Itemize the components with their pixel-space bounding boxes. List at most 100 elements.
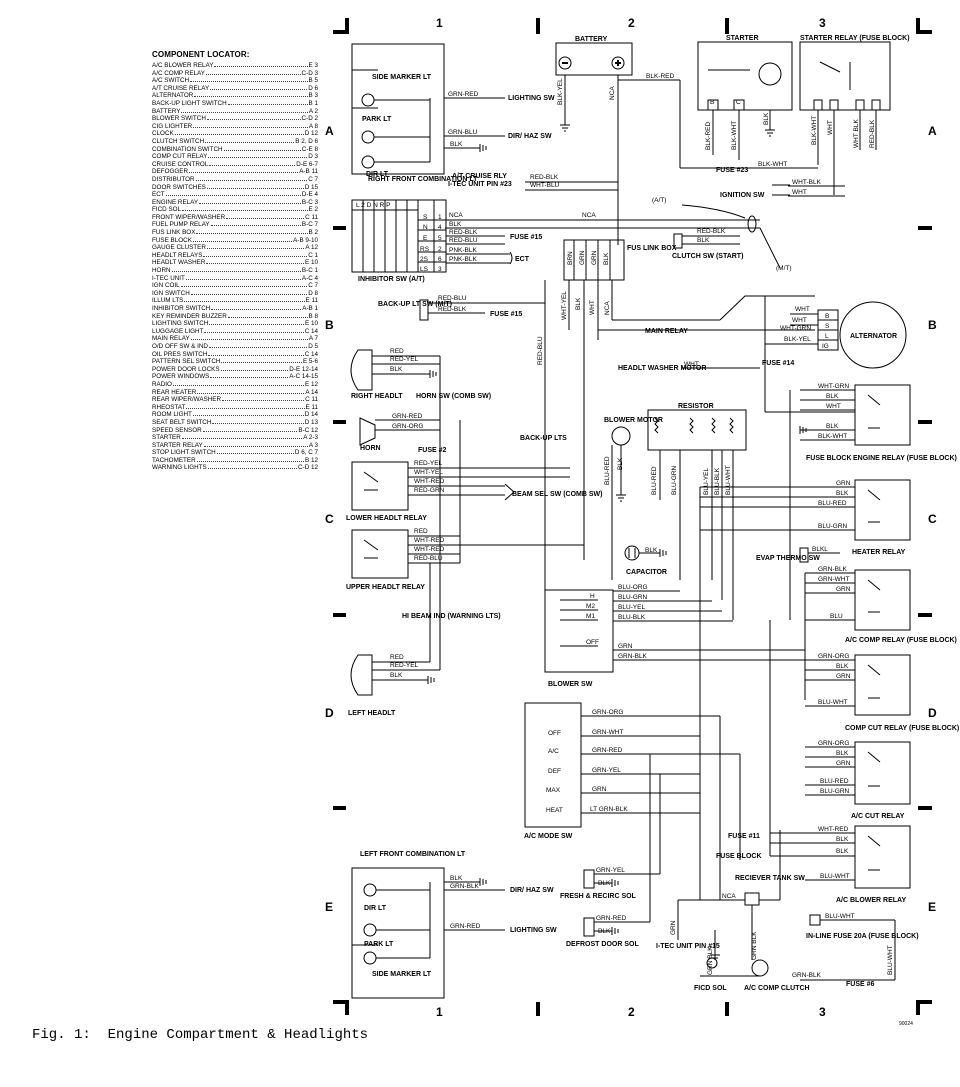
locator-grid-ref: D 14 bbox=[304, 411, 318, 419]
wire-blk-wht-2: BLK-WHT bbox=[811, 116, 818, 145]
starter-label: STARTER bbox=[726, 35, 759, 42]
locator-leader-dots bbox=[208, 346, 308, 348]
locator-component-name: LIGHTING SWITCH bbox=[152, 320, 209, 328]
wire-grn-blk-2: GRN-BLK bbox=[618, 653, 648, 660]
locator-leader-dots bbox=[208, 354, 304, 356]
wire-blu-wht-4: BLU-WHT bbox=[825, 913, 855, 920]
locator-row: LIGHTING SWITCH E 10 bbox=[152, 320, 318, 328]
lighting-sw-label-2: LIGHTING SW bbox=[510, 927, 557, 934]
locator-leader-dots bbox=[211, 309, 302, 310]
locator-grid-ref: E 3 bbox=[308, 62, 318, 69]
wire-blk-7: BLK bbox=[390, 366, 403, 373]
wire-blkl: BLKL bbox=[812, 546, 828, 553]
wire-red-yel-3: RED-YEL bbox=[390, 662, 419, 669]
locator-grid-ref: E 10 bbox=[305, 320, 318, 328]
ac-blower-relay bbox=[770, 825, 911, 889]
wire-wht-grn-1: WHT-GRN bbox=[780, 325, 811, 332]
locator-leader-dots bbox=[189, 172, 299, 174]
figure-code: 90024 bbox=[899, 1021, 913, 1027]
right-front-combination-lt bbox=[351, 43, 505, 175]
alternator bbox=[764, 296, 907, 413]
locator-leader-dots bbox=[206, 187, 304, 189]
locator-leader-dots bbox=[206, 263, 305, 265]
wire-blk-13: BLK bbox=[836, 490, 849, 497]
locator-component-name: I-TEC UNIT bbox=[152, 274, 185, 282]
alternator-label: ALTERNATOR bbox=[850, 333, 897, 340]
inhibitor-num-4: 4 bbox=[438, 224, 442, 231]
inhibitor-sw-label: INHIBITOR SW (A/T) bbox=[358, 276, 425, 283]
wire-red-blk-3: RED-BLK bbox=[449, 229, 478, 236]
locator-component-name: OIL PRES SWITCH bbox=[152, 350, 208, 358]
locator-leader-dots bbox=[190, 81, 308, 83]
locator-component-name: FUS LINK BOX bbox=[152, 229, 196, 237]
wire-lt-grn-blk: LT GRN-BLK bbox=[590, 806, 628, 813]
alt-pin-s: S bbox=[825, 323, 830, 330]
wire-grn-7: GRN bbox=[618, 643, 633, 650]
wire-blk-10: BLK bbox=[645, 547, 658, 554]
wire-grn: GRN bbox=[579, 250, 586, 265]
starter-pin-c: C bbox=[736, 99, 741, 106]
evap-thermo-sw bbox=[799, 547, 840, 563]
locator-component-name: KEY REMINDER BUZZER bbox=[152, 312, 227, 320]
fuse-15-label-2: FUSE #15 bbox=[490, 311, 522, 318]
wire-red-3: RED bbox=[390, 654, 404, 661]
receiver-tank-sw-label: RECIEVER TANK SW bbox=[735, 875, 805, 882]
locator-component-name: RHEOSTAT bbox=[152, 403, 186, 411]
wire-grn-wht-1: GRN-WHT bbox=[818, 576, 849, 583]
wire-blu-blk-1: BLU-BLK bbox=[714, 467, 721, 495]
locator-leader-dots bbox=[171, 271, 301, 273]
wire-blu-yel-1: BLU-YEL bbox=[703, 468, 710, 495]
wire-grn-3: GRN bbox=[836, 480, 851, 487]
locator-grid-ref: E 11 bbox=[305, 297, 319, 305]
wire-wht-red-2: WHT-RED bbox=[414, 537, 445, 544]
locator-grid-ref: C 1 bbox=[308, 251, 318, 259]
bus-wires bbox=[429, 356, 791, 900]
fuse-23-label: FUSE #23 bbox=[716, 167, 748, 174]
locator-component-name: BLOWER SWITCH bbox=[152, 115, 206, 123]
locator-component-name: A/C COMP RELAY bbox=[152, 69, 205, 77]
wire-blu-blk-2: BLU-BLK bbox=[618, 614, 646, 621]
ac-mode-ac: A/C bbox=[548, 748, 559, 755]
locator-grid-ref: D 8 bbox=[308, 289, 318, 297]
wire-wht-2: WHT bbox=[792, 189, 807, 196]
left-headlt-label: LEFT HEADLT bbox=[348, 710, 396, 717]
blower-motor bbox=[611, 426, 631, 580]
wire-wht-6: WHT bbox=[684, 361, 699, 368]
locator-leader-dots bbox=[222, 400, 305, 402]
locator-grid-ref: E 11 bbox=[305, 403, 319, 411]
blower-sw-label: BLOWER SW bbox=[548, 681, 593, 688]
fuse-block-label-1: FUSE BLOCK bbox=[806, 455, 852, 462]
locator-grid-ref: A-B 9-10 bbox=[293, 236, 318, 244]
starter bbox=[697, 41, 793, 160]
locator-component-name: FICD SOL bbox=[152, 206, 182, 214]
wire-brn: BRN bbox=[567, 251, 574, 265]
locator-component-name: ECT bbox=[152, 191, 165, 199]
wire-grn-red-1: GRN-RED bbox=[448, 91, 479, 98]
fus-link-box bbox=[563, 239, 815, 560]
wire-wht-red-4: WHT-RED bbox=[818, 826, 849, 833]
figure-caption: Fig. 1: Engine Compartment & Headlights bbox=[32, 1027, 369, 1043]
wire-blu-red-1: BLU-RED bbox=[604, 456, 611, 485]
locator-grid-ref: D 15 bbox=[304, 183, 318, 191]
locator-row: RHEOSTAT E 11 bbox=[152, 404, 318, 412]
locator-component-name: LUGGAGE LIGHT bbox=[152, 327, 204, 335]
locator-component-name: INHIBITOR SWITCH bbox=[152, 305, 211, 312]
locator-leader-dots bbox=[220, 369, 289, 371]
locator-grid-ref: D 13 bbox=[304, 418, 318, 426]
locator-component-name: GAUGE CLUSTER bbox=[152, 244, 206, 252]
wire-blk-red-2: BLK-RED bbox=[705, 122, 712, 150]
grid-col-3-top: 3 bbox=[819, 16, 826, 30]
locator-component-name: DISTRIBUTOR bbox=[152, 175, 195, 183]
grid-row-a-right: A bbox=[928, 124, 937, 138]
